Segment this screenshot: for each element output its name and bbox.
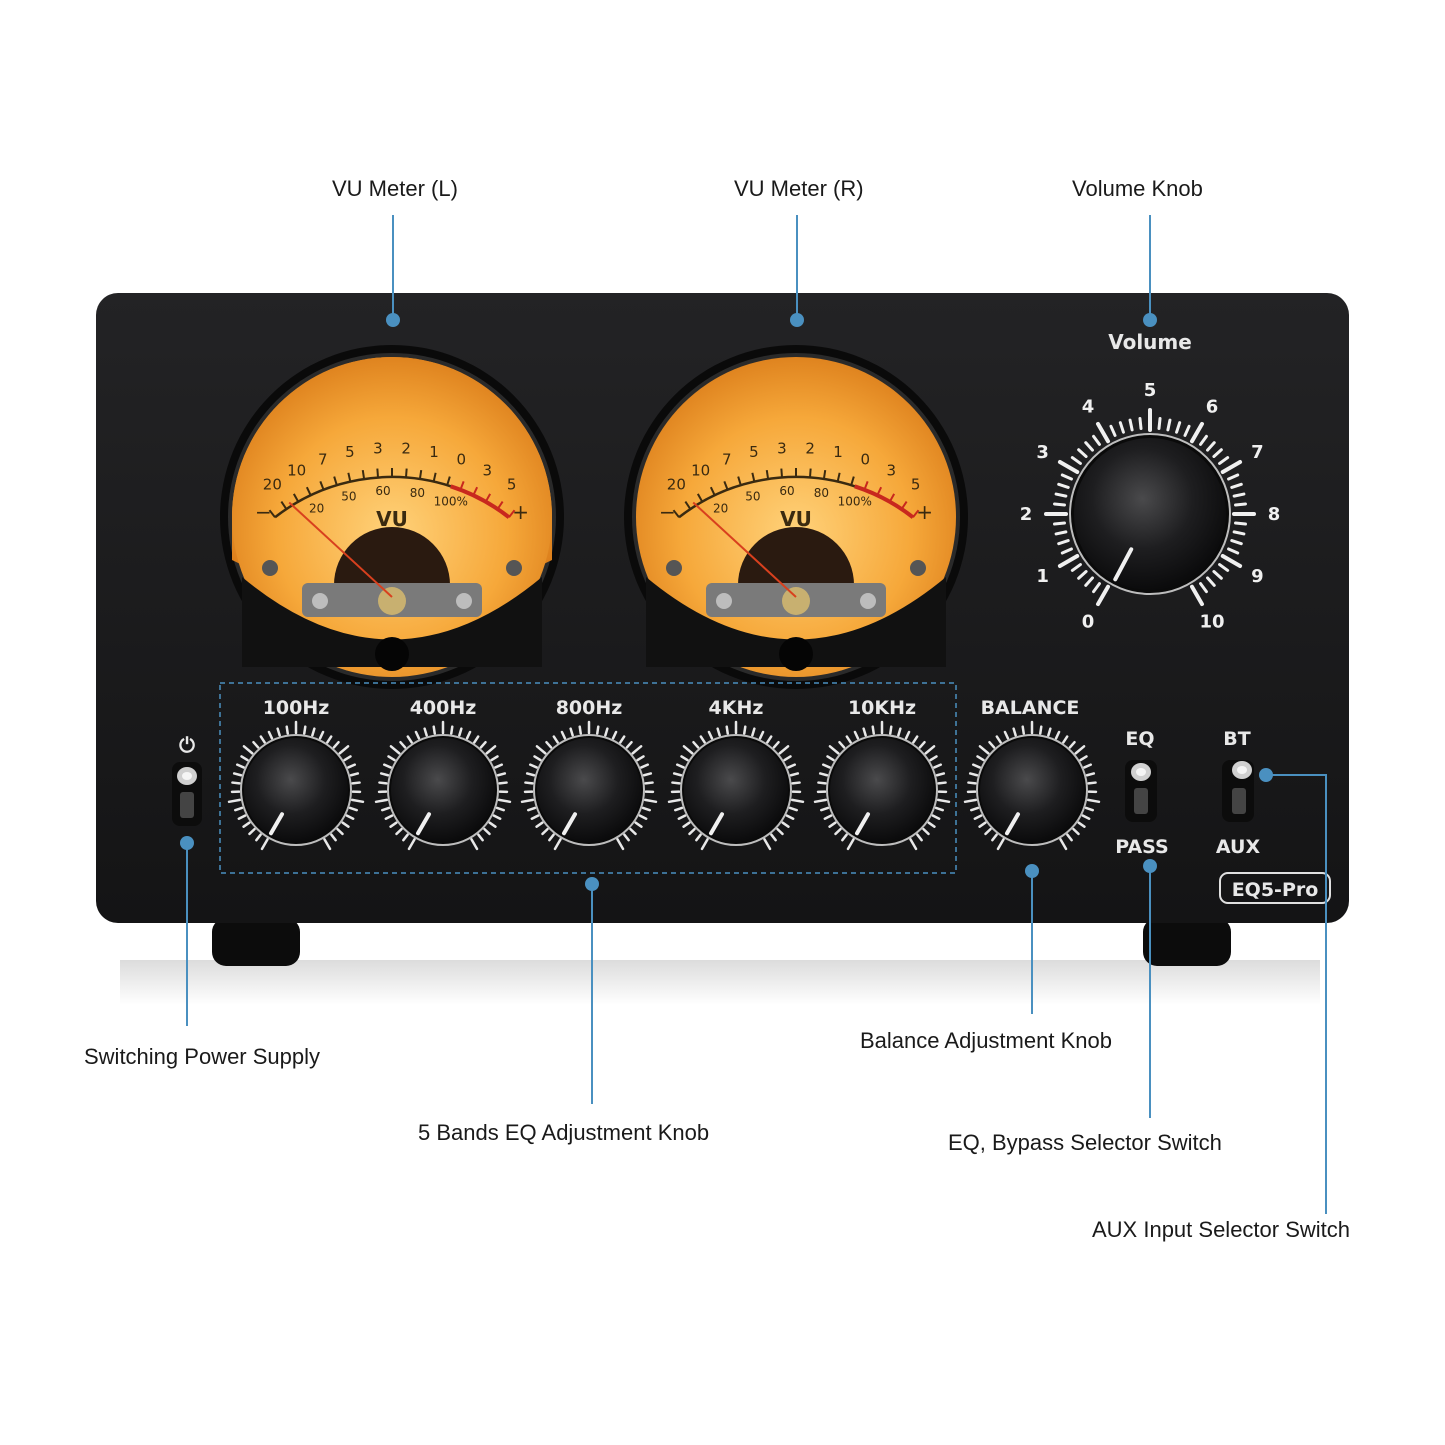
- vu-db-label: 5: [911, 476, 921, 494]
- input-switch-top-label: BT: [1223, 728, 1250, 750]
- volume-scale-number: 8: [1268, 504, 1281, 525]
- callout-vu-meter-right: VU Meter (R): [734, 176, 864, 201]
- callout-balance-knob: Balance Adjustment Knob: [860, 1028, 1112, 1053]
- knob-pointer: [562, 812, 577, 836]
- vu-db-label: 3: [483, 461, 493, 479]
- callout-aux-switch: AUX Input Selector Switch: [1092, 1217, 1351, 1242]
- vu-db-label: 7: [722, 451, 732, 469]
- vu-db-label: 2: [401, 439, 411, 457]
- eq-band-label-2: 400Hz: [410, 697, 477, 719]
- vu-percent-label: 80: [814, 486, 829, 500]
- vu-label: VU: [376, 507, 408, 531]
- eq-switch-top-label: EQ: [1125, 728, 1154, 750]
- vu-db-label: 20: [263, 476, 282, 494]
- model-name: EQ5-Pro: [1232, 879, 1319, 901]
- foot-right: [1143, 918, 1231, 966]
- volume-scale-number: 1: [1036, 566, 1049, 587]
- volume-scale-number: 10: [1199, 611, 1224, 632]
- input-selector-switch[interactable]: [1222, 760, 1254, 822]
- vu-percent-label: 60: [375, 484, 390, 498]
- eq-knob-5[interactable]: [813, 720, 951, 851]
- eq-group-frame: [219, 682, 957, 874]
- vu-plus-label: +: [916, 500, 933, 524]
- vu-percent-label: 50: [341, 489, 356, 503]
- vu-db-label: 10: [287, 461, 306, 479]
- vu-db-label: 7: [318, 451, 328, 469]
- callout-vu-meter-left: VU Meter (L): [332, 176, 458, 201]
- vu-label: VU: [780, 507, 812, 531]
- vu-minus-label: −: [659, 500, 676, 524]
- volume-label: Volume: [1108, 330, 1192, 354]
- vu-db-label: 5: [749, 443, 759, 461]
- volume-pointer: [1113, 547, 1134, 582]
- vu-db-label: 5: [345, 443, 355, 461]
- vu-plus-label: +: [512, 500, 529, 524]
- eq-band-label-4: 4KHz: [709, 697, 764, 719]
- callout-power-supply: Switching Power Supply: [84, 1044, 321, 1069]
- vu-percent-label: 20: [309, 501, 324, 515]
- vu-db-label: 1: [833, 443, 843, 461]
- vu-minus-label: −: [255, 500, 272, 524]
- vu-percent-label: 80: [410, 486, 425, 500]
- volume-scale-number: 4: [1082, 397, 1095, 418]
- vu-percent-label: 60: [779, 484, 794, 498]
- eq-switch-bottom-label: PASS: [1115, 836, 1168, 858]
- vu-needle: [288, 501, 393, 598]
- eq-bypass-switch[interactable]: [1125, 760, 1157, 822]
- balance-knob[interactable]: [963, 720, 1101, 851]
- vu-percent-label: 100%: [838, 494, 872, 508]
- volume-knob[interactable]: [1044, 408, 1256, 607]
- eq-knob-4[interactable]: [667, 720, 805, 851]
- callout-eq-bypass-switch: EQ, Bypass Selector Switch: [948, 1130, 1222, 1155]
- eq-knob-3[interactable]: [520, 720, 658, 851]
- balance-label: BALANCE: [981, 697, 1080, 719]
- volume-scale-number: 5: [1144, 380, 1157, 401]
- power-switch[interactable]: [172, 762, 202, 826]
- knob-pointer: [269, 812, 284, 836]
- model-badge: [1219, 872, 1331, 904]
- knob-pointer: [709, 812, 724, 836]
- knob-pointer: [855, 812, 870, 836]
- eq-knob-2[interactable]: [374, 720, 512, 851]
- volume-scale-number: 6: [1206, 397, 1219, 418]
- vu-db-label: 1: [429, 443, 439, 461]
- callout-lines: [186, 215, 1327, 1214]
- input-switch-bottom-label: AUX: [1216, 836, 1261, 858]
- vu-percent-label: 20: [713, 501, 728, 515]
- eq-band-label-1: 100Hz: [263, 697, 330, 719]
- volume-scale-number: 0: [1082, 611, 1095, 632]
- vu-db-label: 20: [667, 476, 686, 494]
- callout-dots: [180, 313, 1273, 891]
- vu-needle: [692, 501, 797, 598]
- vu-db-label: 3: [777, 439, 787, 457]
- volume-scale-number: 2: [1020, 504, 1033, 525]
- volume-scale-number: 7: [1251, 442, 1264, 463]
- vu-percent-label: 50: [745, 489, 760, 503]
- callout-volume-knob: Volume Knob: [1072, 176, 1203, 201]
- foot-left: [212, 918, 300, 966]
- knob-pointer: [1005, 812, 1020, 836]
- eq-band-label-5: 10KHz: [848, 697, 916, 719]
- vu-db-label: 10: [691, 461, 710, 479]
- vu-db-label: 3: [887, 461, 897, 479]
- eq-band-label-3: 800Hz: [556, 697, 623, 719]
- eq-knob-1[interactable]: [227, 720, 365, 851]
- power-icon: ⏻: [179, 733, 195, 757]
- vu-percent-label: 100%: [434, 494, 468, 508]
- callout-eq-knobs: 5 Bands EQ Adjustment Knob: [418, 1120, 710, 1145]
- vu-db-label: 0: [861, 451, 871, 469]
- floor-shadow: [120, 960, 1320, 1005]
- vu-db-label: 0: [457, 451, 467, 469]
- vu-db-label: 2: [805, 439, 815, 457]
- volume-scale-number: 3: [1036, 442, 1049, 463]
- vu-db-label: 5: [507, 476, 517, 494]
- knob-pointer: [416, 812, 431, 836]
- volume-scale-number: 9: [1251, 566, 1264, 587]
- vu-db-label: 3: [373, 439, 383, 457]
